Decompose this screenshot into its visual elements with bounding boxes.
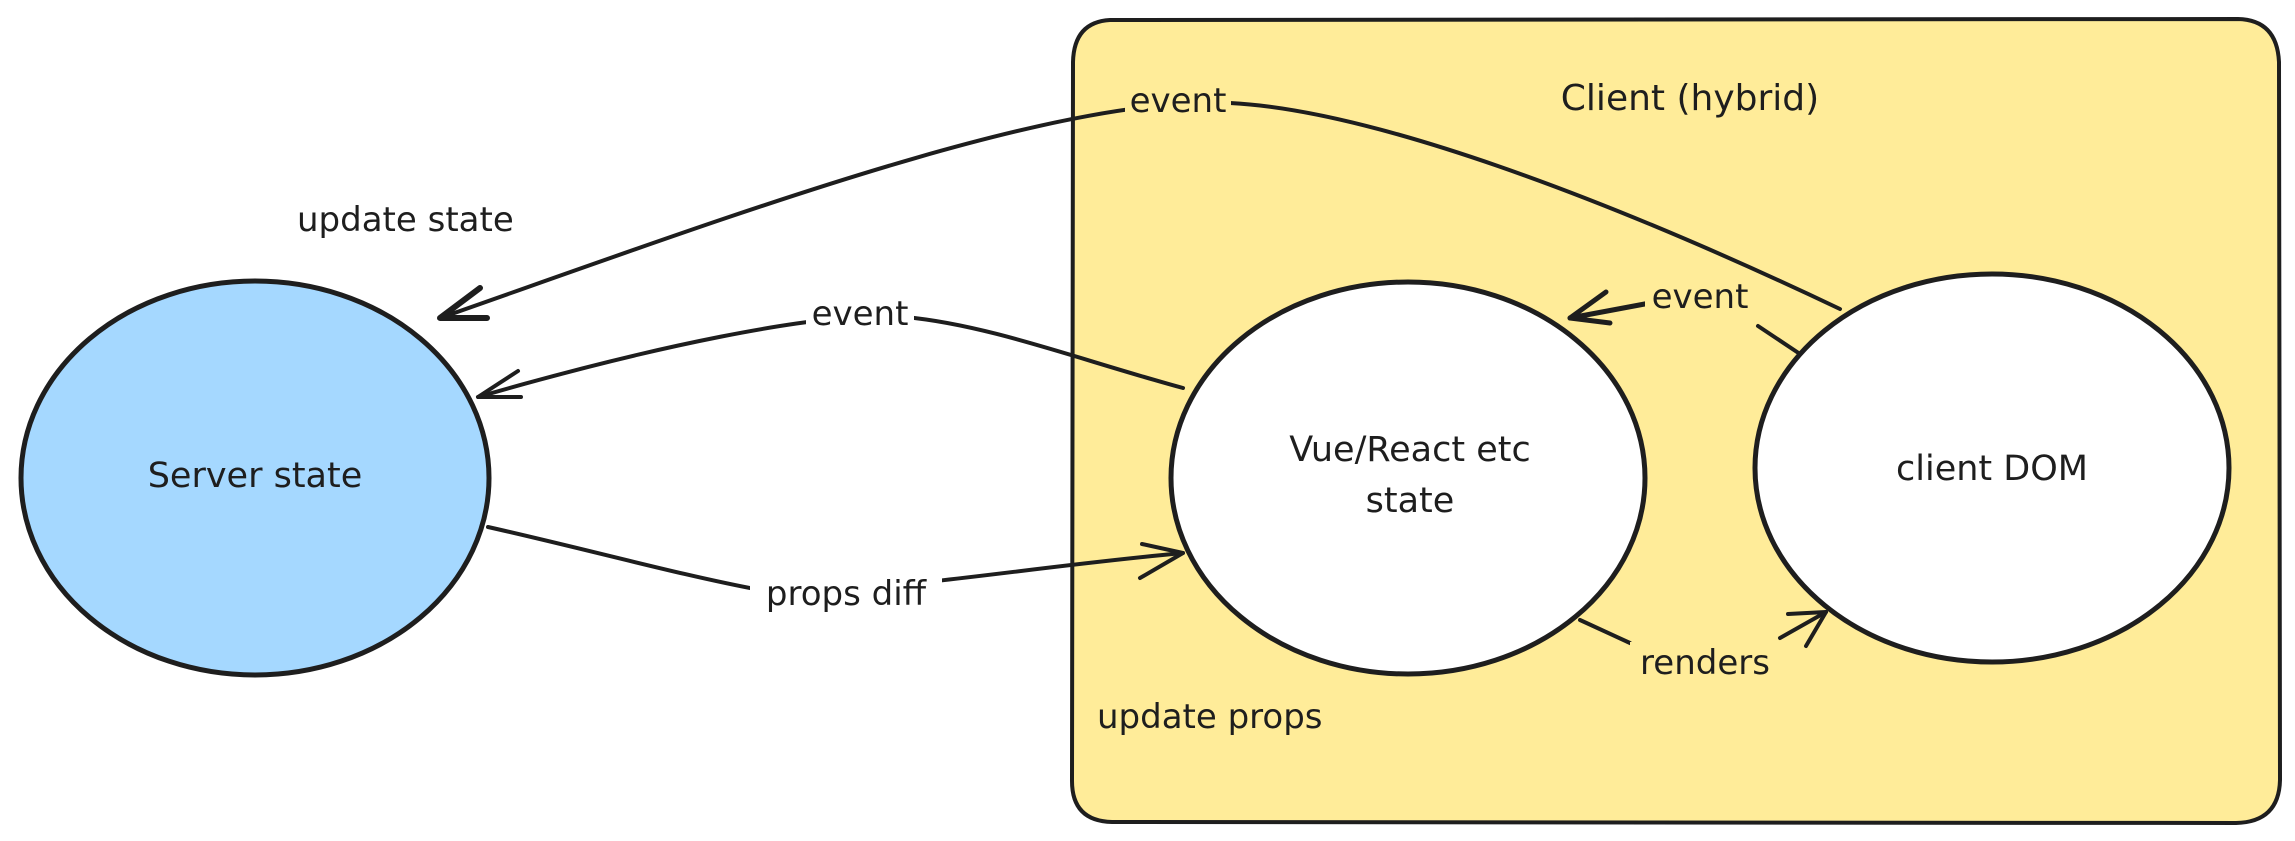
edge-dom-to-framework-arrowhead [1567, 289, 1613, 326]
edge-framework-to-dom-arrow [1778, 610, 1828, 640]
edge-framework-to-dom-arrowhead [1786, 610, 1828, 648]
label-bg-framework-to-server [806, 293, 914, 335]
label-bg-dom-to-framework [1645, 276, 1757, 318]
server-state-node [18, 278, 492, 678]
edge-dom-to-framework-line [1756, 324, 1805, 358]
edge-label-server-to-framework: props diff [766, 574, 928, 614]
label-bg-dom-to-server [1125, 80, 1231, 122]
edge-label-dom-to-framework: event [1652, 277, 1749, 317]
edge-label-framework-to-dom: renders [1640, 643, 1770, 683]
edge-dom-to-server-arrowhead [437, 285, 490, 321]
edge-label-framework-to-server: event [812, 294, 909, 334]
label-bg-server-to-framework [750, 570, 942, 618]
edge-dom-to-framework-arrow [1567, 300, 1653, 321]
framework-state-label: Vue/React etc [1289, 430, 1530, 470]
annotation-update-props: update props [1097, 697, 1323, 737]
server-state-label: Server state [148, 456, 363, 496]
edge-labels: event event props diff event renders [766, 81, 1770, 683]
client-group-title: Client (hybrid) [1561, 78, 1819, 119]
edge-label-dom-to-server: event [1130, 81, 1227, 121]
nodes: Server state Vue/React etc state client … [18, 271, 2232, 678]
annotations: update state update props [297, 200, 1323, 737]
edge-framework-to-server-arrowhead [476, 369, 523, 399]
framework-state-label-line2: state [1366, 481, 1455, 521]
label-bg-framework-to-dom [1630, 642, 1780, 684]
edge-server-to-framework-arrowhead [1138, 542, 1185, 580]
client-dom-label: client DOM [1896, 449, 2088, 489]
framework-state-node [1168, 279, 1648, 677]
edge-framework-to-dom-line [1578, 618, 1632, 645]
client-dom-node [1752, 271, 2232, 665]
annotation-update-state: update state [297, 200, 514, 240]
edge-label-backgrounds [750, 80, 1780, 684]
